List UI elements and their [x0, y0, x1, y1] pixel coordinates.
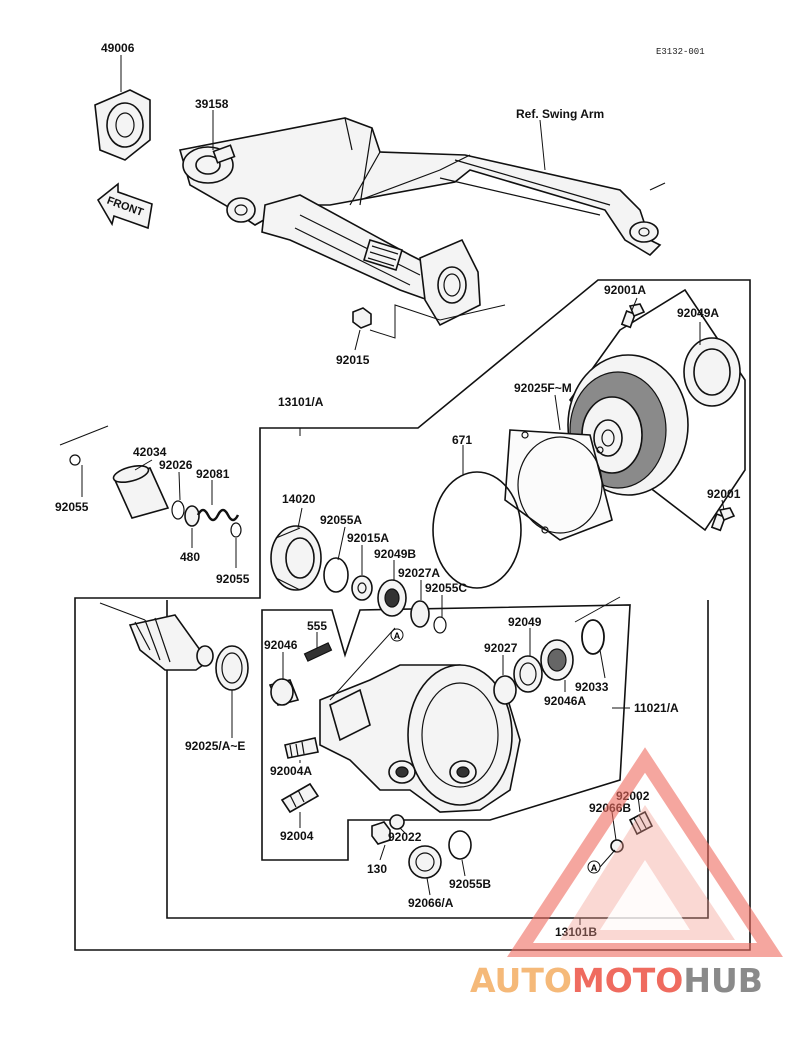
part-92004A-stud	[284, 737, 319, 759]
label-39158: 39158	[195, 97, 229, 111]
label-92049A: 92049A	[677, 306, 719, 320]
part-92002-plug	[628, 810, 654, 836]
leader-lines	[81, 297, 725, 925]
label-13101A: 13101/A	[278, 395, 324, 409]
label-92055B: 92055B	[449, 877, 491, 891]
part-92055-ring-left	[69, 454, 81, 466]
label-671: 671	[452, 433, 472, 447]
part-92049-ring	[513, 655, 543, 693]
label-92022: 92022	[388, 830, 422, 844]
part-11021A-case	[319, 664, 521, 813]
part-92001A-bolt	[620, 303, 646, 329]
label-92001: 92001	[707, 487, 741, 501]
watermark-text: AUTOMOTOHUB	[470, 961, 763, 1000]
part-92055C-ring	[433, 616, 447, 634]
label-92046A: 92046A	[544, 694, 586, 708]
front-arrow: FRONT	[96, 182, 153, 230]
label-92025F: 92025F~M	[514, 381, 572, 395]
label-92033: 92033	[575, 680, 609, 694]
part-130-bolt	[371, 821, 391, 845]
label-92004A: 92004A	[270, 764, 312, 778]
callout-marker-1: A	[390, 628, 404, 642]
label-92001A: 92001A	[604, 283, 646, 297]
label-92015A: 92015A	[347, 531, 389, 545]
label-49006: 49006	[101, 41, 135, 55]
assembly-boundary-case	[261, 604, 631, 861]
part-92015A-nut	[351, 575, 373, 601]
label-92049: 92049	[508, 615, 542, 629]
label-92027: 92027	[484, 641, 518, 655]
part-49006-coupling	[94, 55, 151, 161]
label-92049B: 92049B	[374, 547, 416, 561]
part-92049B-seal	[377, 579, 407, 617]
label-92015: 92015	[336, 353, 370, 367]
part-92066B-washer	[610, 839, 624, 853]
drawing-code: E3132-001	[656, 47, 705, 57]
part-480-ring	[184, 505, 200, 527]
label-480: 480	[180, 550, 200, 564]
label-92055A: 92055A	[320, 513, 362, 527]
part-671-o-ring	[432, 471, 522, 589]
svg-text:A: A	[591, 863, 598, 873]
part-92004-stud	[280, 782, 320, 814]
part-92001-bolt	[710, 507, 736, 532]
part-92081-spring	[196, 508, 240, 522]
part-555-pin	[303, 642, 333, 662]
part-92015-bolt	[352, 304, 506, 351]
label-92081: 92081	[196, 467, 230, 481]
part-92055-ring-right	[230, 522, 242, 538]
part-92033-circlip	[581, 619, 605, 655]
part-92055A-ring	[323, 557, 349, 593]
label-92004: 92004	[280, 829, 314, 843]
part-pinion-gear	[128, 614, 214, 671]
part-92027A-collar	[410, 600, 430, 628]
part-92046A-bearing	[540, 639, 574, 681]
label-92055-right: 92055	[216, 572, 250, 586]
label-92027A: 92027A	[398, 566, 440, 580]
part-labels: 49006 39158 92015 13101/A 92001A 92049A …	[55, 41, 741, 939]
watermark-logo	[507, 747, 783, 957]
label-11021A: 11021/A	[634, 701, 679, 715]
part-92025F-gasket	[504, 429, 613, 541]
label-13101B: 13101B	[555, 925, 597, 939]
reference-label: Ref. Swing Arm	[516, 107, 604, 121]
swing-arm	[178, 117, 666, 327]
label-555: 555	[307, 619, 327, 633]
label-14020: 14020	[282, 492, 316, 506]
label-92055C: 92055C	[425, 581, 467, 595]
callout-marker-2: A	[587, 860, 601, 874]
label-92066A: 92066/A	[408, 896, 454, 910]
part-92022-washer	[389, 814, 405, 830]
part-92027-collar	[493, 675, 517, 705]
label-92026: 92026	[159, 458, 193, 472]
label-92025AE: 92025/A~E	[185, 739, 245, 753]
part-92046-bearing	[268, 678, 300, 706]
assembly-boundary-inner	[166, 600, 709, 919]
part-92066A-plug	[408, 845, 442, 879]
label-92046: 92046	[264, 638, 298, 652]
label-42034: 42034	[133, 445, 167, 459]
label-92055-left: 92055	[55, 500, 89, 514]
part-42034-sleeve	[112, 464, 170, 519]
part-14020-bearing	[270, 525, 322, 591]
part-92049A-seal	[683, 337, 741, 407]
svg-text:A: A	[394, 631, 401, 641]
label-130: 130	[367, 862, 387, 876]
part-92026-ring	[171, 500, 185, 520]
part-92055B-ring	[448, 830, 472, 860]
